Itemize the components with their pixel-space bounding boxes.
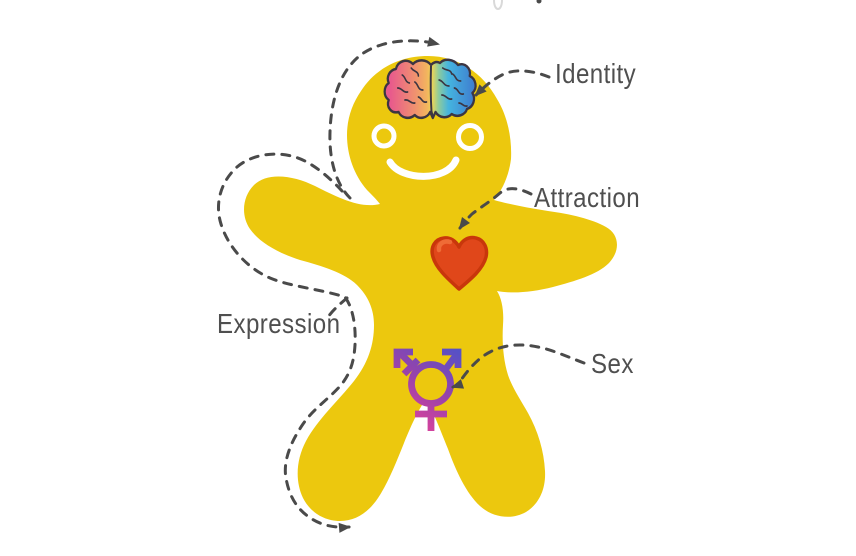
sex-connector-line: [451, 343, 586, 389]
expression-spur-line: [326, 296, 349, 319]
brain-icon: [383, 58, 477, 120]
transgender-symbol-icon: [393, 348, 462, 431]
expression-label: Expression: [217, 308, 341, 339]
gingerbread-body: [244, 56, 617, 521]
attraction-label: Attraction: [534, 182, 641, 213]
brain-gyri-lines: [396, 67, 468, 108]
over-head-dashed-arrow: [328, 36, 440, 200]
attraction-connector-line: [458, 187, 533, 230]
identity-connector-line: [474, 69, 551, 97]
right-eye: [456, 123, 484, 151]
heart-icon: [430, 235, 489, 291]
smiley-face: [371, 123, 484, 180]
left-eye: [371, 123, 397, 149]
expression-outline-trail: [217, 152, 357, 533]
smile: [386, 156, 460, 180]
sex-label: Sex: [591, 348, 634, 379]
cropped-text-remnant: [493, 0, 542, 11]
identity-label: Identity: [555, 58, 637, 89]
